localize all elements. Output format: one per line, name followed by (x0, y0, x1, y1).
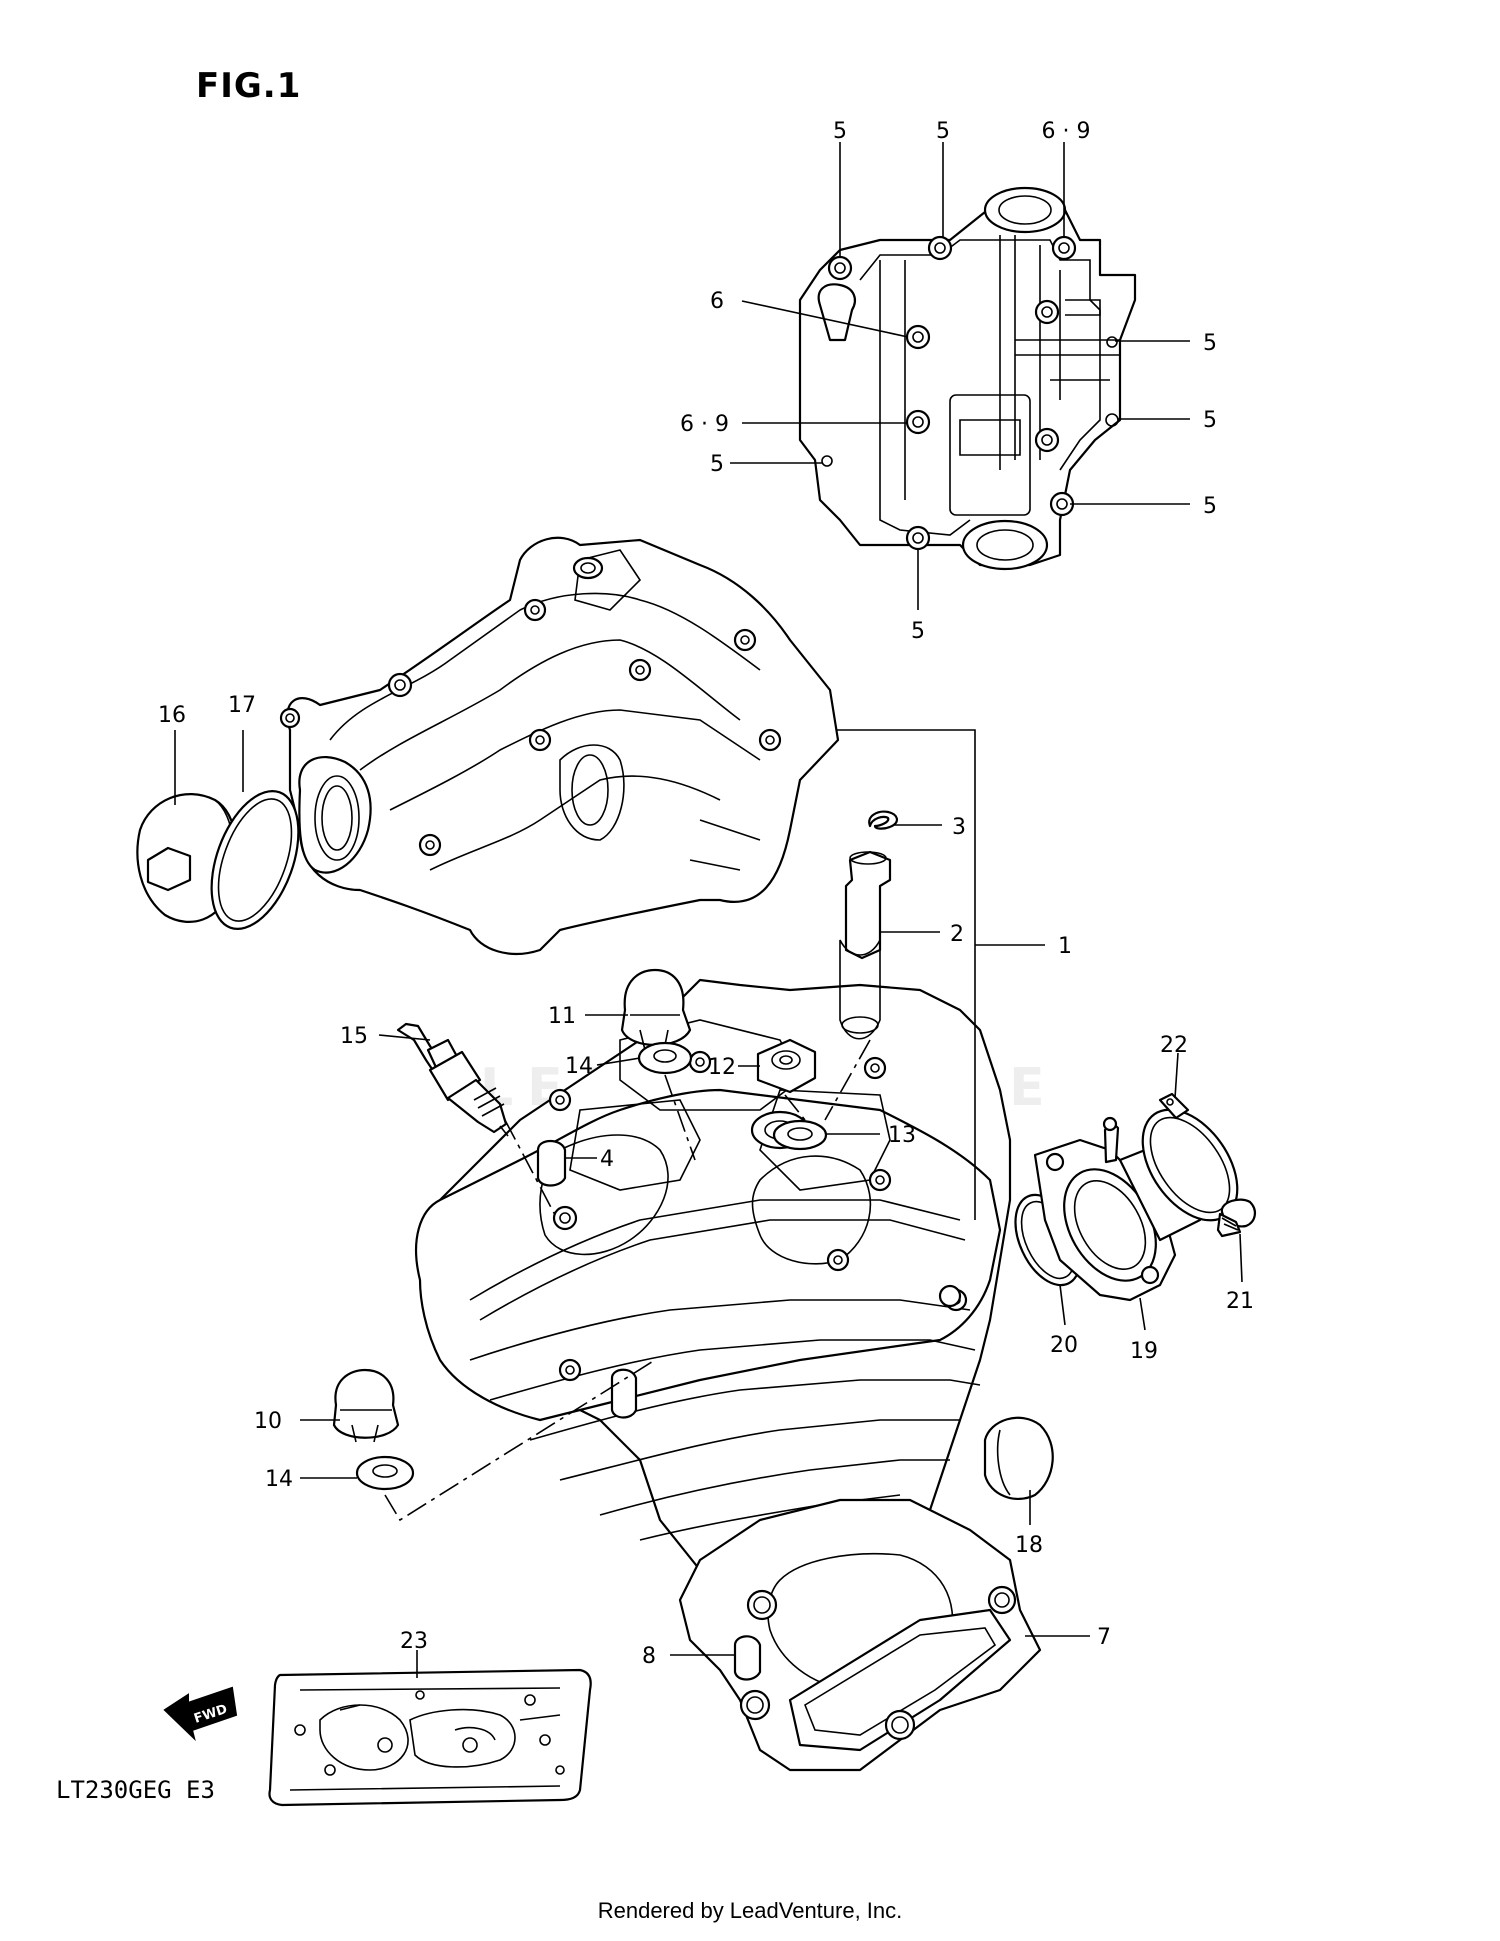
callout-14: 14 (265, 1467, 293, 1492)
callout-19: 19 (1130, 1339, 1158, 1364)
figure-title: FIG.1 (196, 66, 302, 106)
callout-5: 5 (911, 619, 925, 644)
callout-8: 8 (642, 1644, 656, 1669)
cylinder-head-assembly (279, 536, 840, 955)
cap-nut-lower (332, 1368, 400, 1443)
washer-lower (355, 1455, 415, 1491)
callout-17: 17 (228, 693, 256, 718)
flange-nut (756, 1038, 817, 1094)
model-code: LT230GEG E3 (56, 1776, 215, 1804)
callout-21: 21 (1226, 1289, 1254, 1314)
callout-6-9: 6 · 9 (680, 412, 729, 437)
callout-6: 6 (710, 289, 724, 314)
valve-guide (839, 850, 892, 1040)
callout-23: 23 (400, 1629, 428, 1654)
callout-5: 5 (1203, 331, 1217, 356)
callout-5: 5 (936, 119, 950, 144)
callout-5: 5 (1203, 408, 1217, 433)
intake-bolt (1216, 1198, 1256, 1238)
callout-13: 13 (888, 1123, 916, 1148)
callout-16: 16 (158, 703, 186, 728)
callout-22: 22 (1160, 1033, 1188, 1058)
callout-labels: 5 5 6 · 9 6 6 · 9 5 5 5 5 5 1 3 2 11 14 … (158, 119, 1254, 1669)
o-ring-17 (210, 790, 300, 930)
callout-2: 2 (950, 922, 964, 947)
callout-11: 11 (548, 1004, 576, 1029)
cylinder-head-top-view (798, 186, 1137, 571)
forward-direction-arrow: FWD (163, 1686, 238, 1742)
washer-13 (772, 1119, 828, 1151)
leader-lines (174, 142, 1243, 1678)
callout-5: 5 (1203, 494, 1217, 519)
callout-1: 1 (1058, 934, 1072, 959)
callout-14: 14 (565, 1054, 593, 1079)
valve-guide-circlip (868, 810, 898, 830)
callout-10: 10 (254, 1409, 282, 1434)
render-credit: Rendered by LeadVenture, Inc. (597, 1898, 903, 1923)
callout-6-9: 6 · 9 (1042, 119, 1091, 144)
cylinder-plug (983, 1416, 1054, 1500)
callout-3: 3 (952, 815, 966, 840)
gasket-set (268, 1668, 592, 1807)
callout-15: 15 (340, 1024, 368, 1049)
cap-nut-upper (620, 968, 692, 1051)
spark-plug (396, 1022, 509, 1137)
callout-5: 5 (710, 452, 724, 477)
callout-18: 18 (1015, 1533, 1043, 1558)
callout-12: 12 (708, 1055, 736, 1080)
callout-7: 7 (1097, 1625, 1111, 1650)
callout-4: 4 (600, 1147, 614, 1172)
dowel-pin-4 (536, 1139, 567, 1187)
washer-upper (637, 1041, 693, 1075)
cylinder-base-gasket (678, 1498, 1042, 1772)
callout-5: 5 (833, 119, 847, 144)
callout-20: 20 (1050, 1333, 1078, 1358)
